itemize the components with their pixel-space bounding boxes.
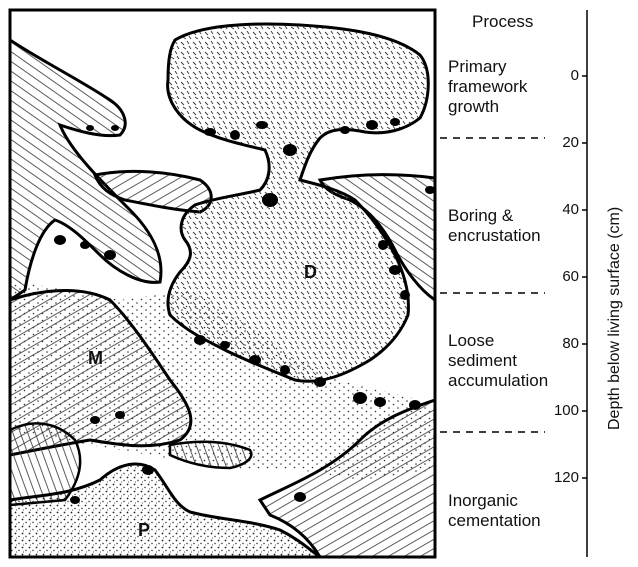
depth-tick-120: 120 (539, 470, 579, 486)
region-label-p: P (138, 520, 150, 541)
region-label-m: M (88, 348, 103, 369)
depth-tick-100: 100 (539, 403, 579, 419)
process-header: Process (472, 12, 533, 32)
process-loose-sediment-accumulation: Loose sediment accumulation (448, 331, 548, 391)
depth-tick-20: 20 (539, 135, 579, 151)
process-primary-framework-growth: Primary framework growth (448, 57, 527, 117)
depth-tick-40: 40 (539, 202, 579, 218)
process-inorganic-cementation: Inorganic cementation (448, 491, 541, 531)
depth-tick-0: 0 (539, 68, 579, 84)
region-label-d: D (304, 262, 317, 283)
depth-tick-80: 80 (539, 336, 579, 352)
process-boring-encrustation: Boring & encrustation (448, 206, 541, 246)
depth-axis-title: Depth below living surface (cm) (606, 207, 624, 430)
depth-tick-60: 60 (539, 269, 579, 285)
